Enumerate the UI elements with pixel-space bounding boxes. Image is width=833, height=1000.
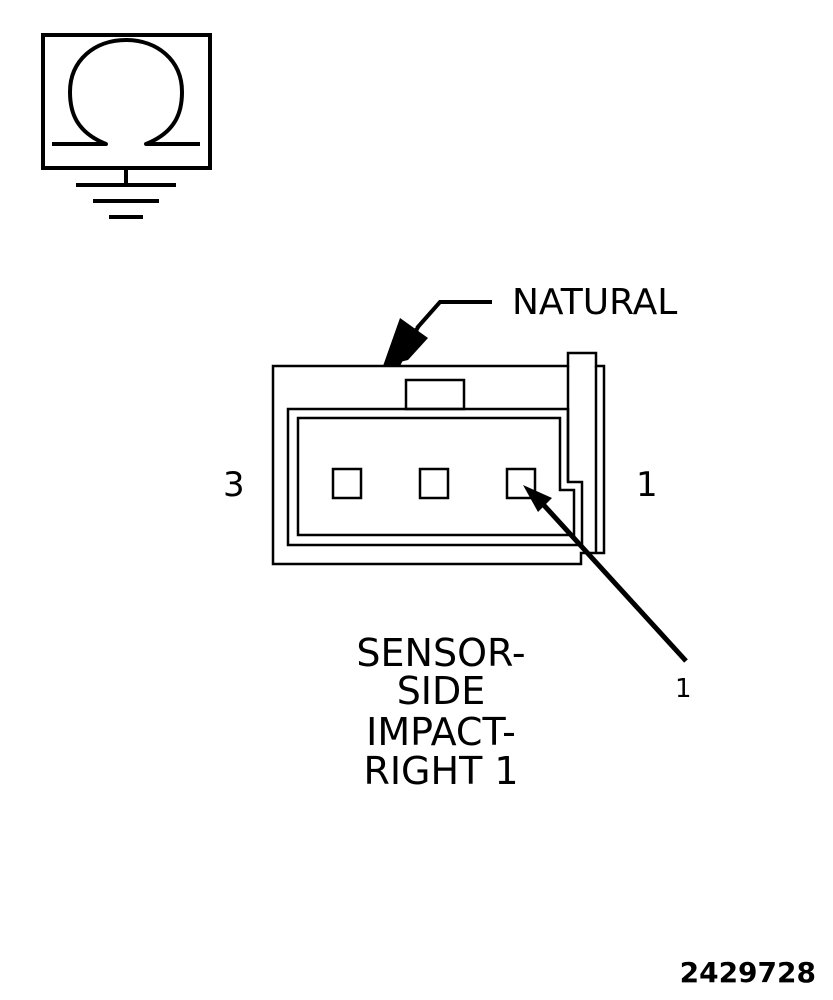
figure-number: 2429728 — [680, 956, 816, 989]
title-line-4: RIGHT 1 — [363, 749, 518, 793]
ohm-symbol — [52, 38, 200, 146]
connector-latch — [404, 378, 466, 411]
ohm-icon-frame — [41, 33, 212, 170]
connector-color-label: NATURAL — [512, 282, 677, 323]
color-leader-arrow — [383, 300, 492, 366]
pin-cavity-2 — [418, 467, 450, 500]
title-line-2: SIDE — [397, 669, 486, 713]
connector-body — [271, 351, 606, 566]
pin-label-right: 1 — [636, 465, 658, 505]
pin-cavity-1 — [505, 467, 537, 500]
connector-title: SENSOR- SIDE IMPACT- RIGHT 1 — [356, 631, 525, 793]
pin-callout-label: 1 — [675, 674, 692, 704]
pin-label-left: 3 — [223, 465, 245, 505]
title-line-3: IMPACT- — [366, 710, 516, 754]
ground-icon — [76, 168, 176, 219]
ohm-meter-icon — [41, 33, 212, 219]
title-line-1: SENSOR- — [356, 631, 525, 675]
pin-callout-arrow — [523, 485, 688, 663]
pin-cavity-3 — [331, 467, 363, 500]
